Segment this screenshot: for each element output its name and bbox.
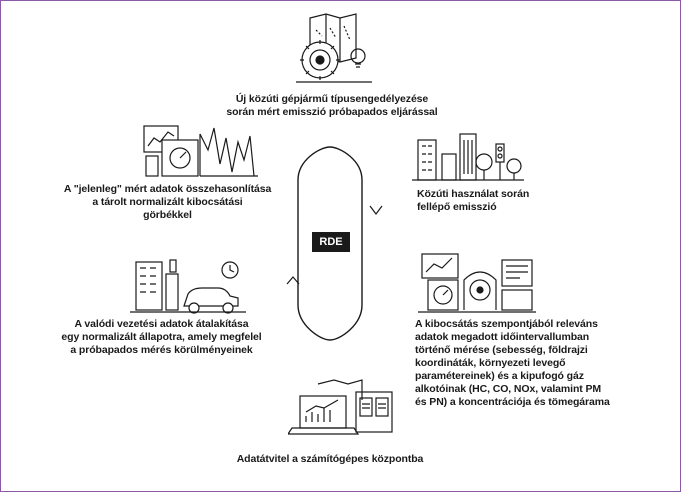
car-dashboard-screens-icon [418,253,536,313]
building-car-clock-icon [130,259,246,314]
step-label-right-top: Közúti használat során fellépő emisszió [417,188,530,213]
cycle-arrow-down [369,205,383,215]
monitor-graph-icon [143,125,258,177]
step-label-top: Új közúti gépjármű típusengedélyezése so… [226,93,438,118]
cycle-loop [297,146,363,341]
step-label-bottom: Adatátvitel a számítógépes központba [236,453,424,465]
laptop-chart-icon [288,379,393,435]
rde-badge: RDE [312,232,350,252]
step-label-right-bottom: A kibocsátás szempontjából releváns adat… [415,318,610,408]
cycle-arrow-up [286,276,300,285]
map-gear-lightbulb-icon [296,13,372,83]
step-label-left-bottom: A valódi vezetési adatok átalakítása egy… [61,318,262,356]
city-buildings-icon [412,133,524,181]
step-label-left-top: A "jelenleg" mért adatok összehasonlítás… [63,183,272,221]
